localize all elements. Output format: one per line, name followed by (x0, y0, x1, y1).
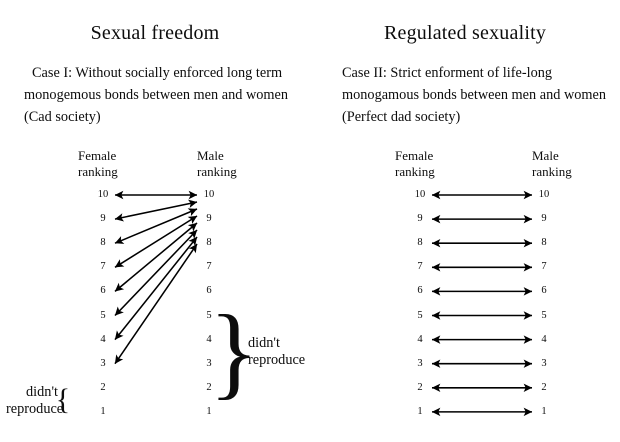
male-rank-3: 3 (206, 357, 212, 369)
female-brace-label-left: didn't reproduce (6, 383, 64, 417)
male-rank-4: 4 (541, 333, 547, 345)
male-brace-label-left: didn't reproduce (248, 334, 306, 368)
female-ranking-heading-right: Female ranking (395, 148, 435, 179)
male-rank-5: 5 (206, 309, 212, 321)
arrow-male8-female4 (114, 236, 198, 341)
male-rank-10: 10 (203, 188, 215, 200)
female-rank-2: 2 (417, 381, 423, 393)
female-rank-5: 5 (100, 309, 106, 321)
panel-regulated-sexuality: Regulated sexuality Case II: Strict enfo… (310, 0, 620, 442)
case-description-right: Case II: Strict enforment of life-long m… (342, 65, 607, 125)
panel-title-left: Sexual freedom (90, 22, 220, 44)
male-rank-2: 2 (541, 381, 547, 393)
male-rank-8: 8 (206, 236, 212, 248)
female-rank-3: 3 (100, 357, 106, 369)
case-description-left: Case I: Without socially enforced long t… (24, 65, 289, 125)
panel-title-right: Regulated sexuality (383, 22, 547, 44)
arrow-male10-female9 (114, 199, 198, 222)
female-rank-9: 9 (417, 212, 423, 224)
female-rank-4: 4 (100, 333, 106, 345)
female-rank-10: 10 (97, 188, 109, 200)
male-rank-9: 9 (541, 212, 547, 224)
female-brace-left: { (55, 382, 71, 416)
male-rank-7: 7 (206, 261, 212, 273)
arrow-male7-female3 (114, 243, 198, 365)
arrow-male10-female8 (114, 208, 198, 244)
male-rank-6: 6 (541, 285, 547, 297)
female-ranking-heading-left: Female ranking (78, 148, 118, 179)
female-rank-1: 1 (417, 405, 423, 417)
male-rank-9: 9 (206, 212, 212, 224)
female-rank-6: 6 (417, 285, 423, 297)
female-rank-3: 3 (417, 357, 423, 369)
male-rank-6: 6 (206, 285, 212, 297)
male-brace-left: } (209, 293, 259, 409)
male-rank-10: 10 (538, 188, 550, 200)
female-rank-10: 10 (414, 188, 426, 200)
male-rank-3: 3 (541, 357, 547, 369)
female-rank-1: 1 (100, 405, 106, 417)
male-rank-8: 8 (541, 236, 547, 248)
female-rank-2: 2 (100, 381, 106, 393)
female-rank-7: 7 (100, 261, 106, 273)
male-ranking-heading-left: Male ranking (197, 148, 237, 179)
male-rank-4: 4 (206, 333, 212, 345)
male-rank-1: 1 (541, 405, 547, 417)
male-rank-7: 7 (541, 261, 547, 273)
panel-sexual-freedom: Sexual freedom Case I: Without socially … (6, 22, 306, 417)
female-rank-7: 7 (417, 261, 423, 273)
female-rank-8: 8 (417, 236, 423, 248)
male-rank-5: 5 (541, 309, 547, 321)
female-rank-8: 8 (100, 236, 106, 248)
female-rank-6: 6 (100, 285, 106, 297)
male-ranking-heading-right: Male ranking (532, 148, 572, 179)
female-rank-4: 4 (417, 333, 423, 345)
female-rank-9: 9 (100, 212, 106, 224)
male-rank-2: 2 (206, 381, 212, 393)
male-rank-1: 1 (206, 405, 212, 417)
arrow-male9-female6 (114, 222, 198, 292)
arrow-male9-female7 (114, 215, 198, 268)
female-rank-5: 5 (417, 309, 423, 321)
arrow-male8-female5 (114, 229, 198, 317)
